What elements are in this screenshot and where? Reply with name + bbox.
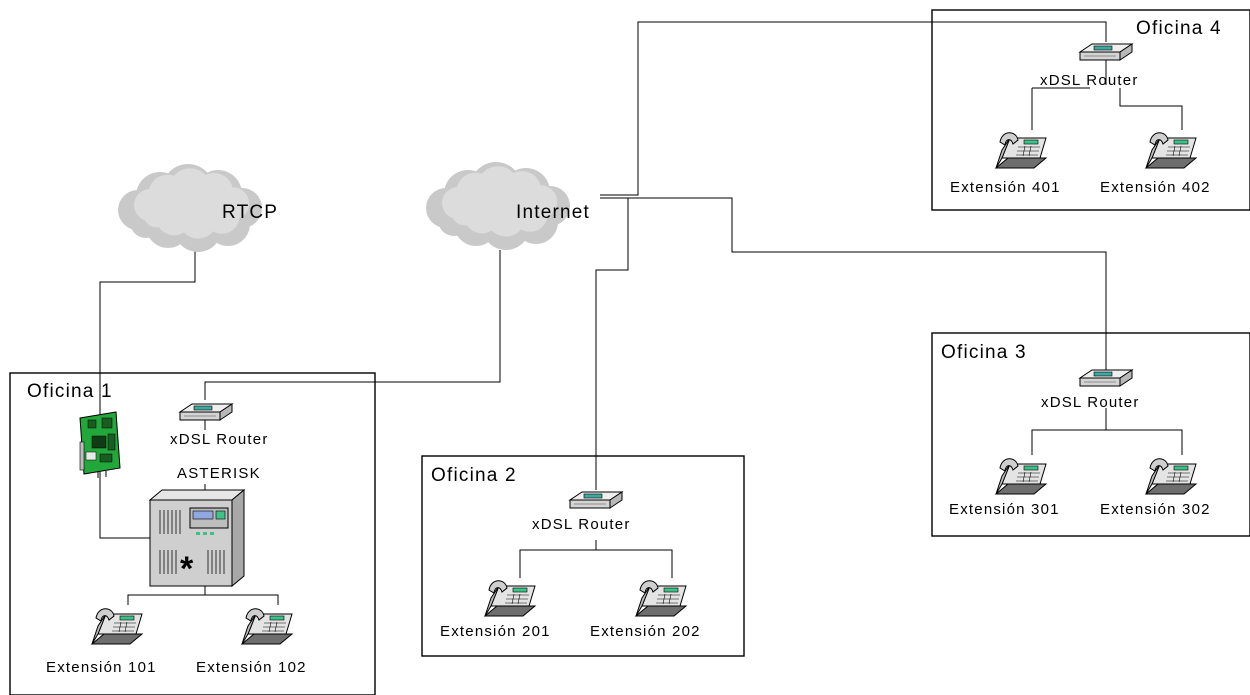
phone-icon [1145,132,1197,169]
wire-internet-office4 [600,21,1107,196]
phone-icon [995,132,1047,169]
office-3-router-label: xDSL Router [1041,394,1140,411]
office-4-ext-a: Extensión 401 [950,179,1061,196]
office-4-ext-b: Extensión 402 [1100,179,1211,196]
office-4-frame [931,9,1250,211]
office-1: Oficina 1 xDSL Router ASTERISK [9,372,376,695]
office-4-title: Oficina 4 [1136,18,1222,39]
office-1-router-label: xDSL Router [170,431,269,448]
telephony-card-icon [79,411,121,478]
office-1-title: Oficina 1 [27,381,113,402]
phone-icon [635,580,687,617]
cloud-rtcp: RTCP [118,164,278,252]
phone-icon [484,580,536,617]
office-1-ext-a: Extensión 101 [46,659,157,676]
phone-icon [241,608,293,645]
office-1-ext-b: Extensión 102 [196,659,307,676]
phone-icon [1145,458,1197,495]
router-icon [569,491,623,509]
phone-icon [995,458,1047,495]
office-2: Oficina 2 xDSL Router Extensión 201 Exte… [421,455,745,657]
connection-lines [99,21,1183,605]
server-label: ASTERISK [177,465,261,482]
wire-office4-phones [1031,60,1183,130]
office-4: Oficina 4 xDSL Router Extensión 401 Exte… [931,9,1250,211]
office-2-frame [421,455,745,657]
router-icon [1079,369,1133,387]
wire-office2-phones [519,540,673,578]
wire-internet-office2 [595,197,1107,490]
office-3-frame [931,332,1250,537]
server-icon: * [148,488,246,588]
wire-pstn-card [99,250,196,539]
router-icon [1079,43,1133,61]
cloud-internet: Internet [426,162,590,250]
wire-internet-office1 [204,250,501,400]
office-3-ext-a: Extensión 301 [949,501,1060,518]
office-3-ext-b: Extensión 302 [1100,501,1211,518]
svg-text:*: * [180,550,194,588]
office-2-ext-b: Extensión 202 [590,623,701,640]
cloud-label-rtcp: RTCP [222,202,278,223]
office-2-router-label: xDSL Router [532,516,631,533]
cloud-label-internet: Internet [516,202,590,223]
office-1-frame [9,372,376,695]
wire-office3-phones [1031,408,1183,455]
office-3: Oficina 3 xDSL Router Extensión 301 Exte… [931,332,1250,537]
router-icon [179,403,233,421]
office-4-router-label: xDSL Router [1040,72,1139,89]
office-2-title: Oficina 2 [431,465,517,486]
office-3-title: Oficina 3 [941,342,1027,363]
office-2-ext-a: Extensión 201 [440,623,551,640]
phone-icon [91,608,143,645]
